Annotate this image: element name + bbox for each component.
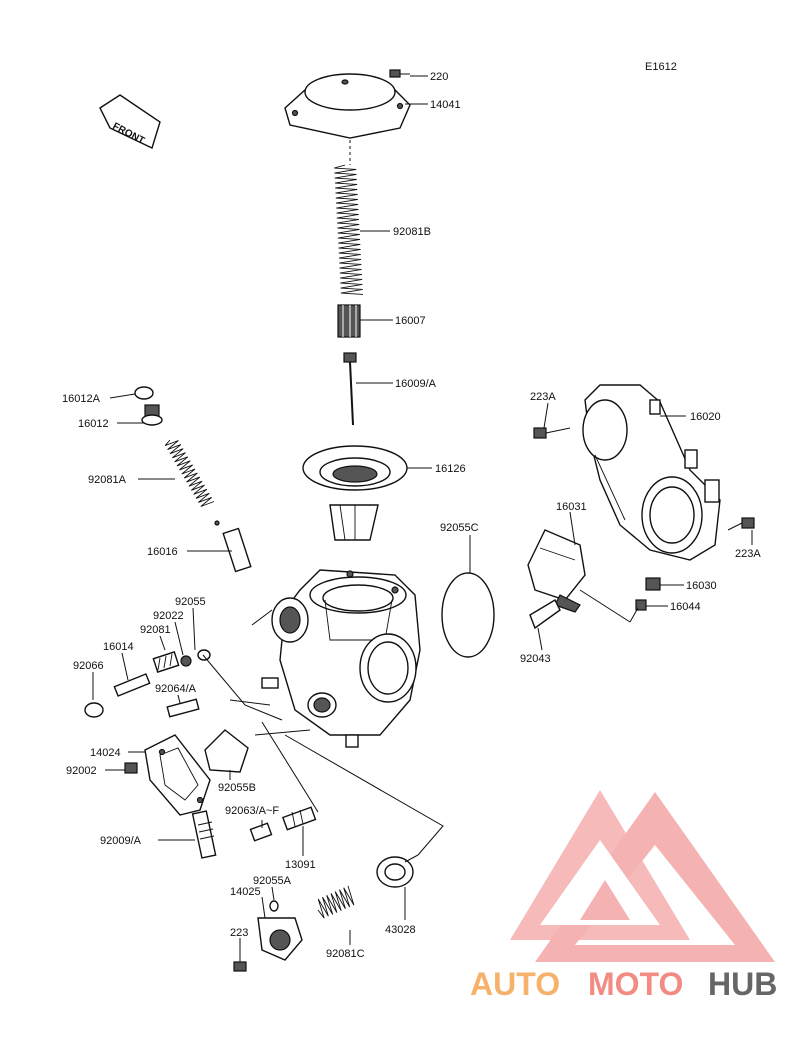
callout-labels: 220 14041 92081B 16007 16009/A 16012A 16… [62,71,761,960]
callout-92055b: 92055B [218,782,256,794]
callout-16016: 16016 [147,546,178,558]
callout-220: 220 [430,71,448,83]
callout-13091: 13091 [285,859,316,871]
callout-92043: 92043 [520,653,551,665]
callout-16126: 16126 [435,463,466,475]
callout-16044: 16044 [670,601,701,613]
screw-16044-part [635,599,647,611]
jet-92063-part [249,822,273,842]
diagram-code: E1612 [645,61,677,73]
screw-223a-right-part [727,517,755,531]
nut-16030-part [645,577,661,591]
oring-92055c-part [441,572,495,658]
callout-92063af: 92063/A~F [225,805,279,817]
screw-16012-part [141,404,163,426]
carburetor-body-part [261,569,421,748]
callout-16014: 16014 [103,641,134,653]
cap-16012a-part [134,386,154,400]
connection-lines [202,140,639,856]
watermark-word-moto: MOTO [588,966,683,1002]
callout-92055a: 92055A [253,875,292,887]
screw-223-part [233,961,247,972]
callout-92066: 92066 [73,660,104,672]
oring-92055a-part [269,900,279,912]
callout-16012: 16012 [78,418,109,430]
callout-92081c: 92081C [326,948,365,960]
top-cover-part [284,73,411,139]
lever-16031-part [527,529,586,613]
callout-14024: 14024 [90,747,121,759]
callout-92009a: 92009/A [100,835,142,847]
pin-16016-part [214,520,252,573]
callout-16031: 16031 [556,501,587,513]
callout-16020: 16020 [690,411,721,423]
callout-92055c: 92055C [440,522,479,534]
callout-16007: 16007 [395,315,426,327]
jet-13091-part [281,806,317,831]
choke-assembly-part [582,384,721,561]
callout-92002: 92002 [66,765,97,777]
front-arrow-icon: FRONT [99,94,161,149]
callout-14041: 14041 [430,99,461,111]
watermark-word-auto: AUTO [470,966,560,1002]
callout-92081: 92081 [140,624,171,636]
jet-92009a-part [191,810,217,859]
screw-92002-part [124,762,138,774]
screw-220-part [389,69,410,78]
spring-92081a-part [164,439,215,507]
watermark-word-hub: HUB [708,966,777,1002]
cover-14025-part [257,917,303,961]
callout-223a-right: 223A [735,548,761,560]
callout-223a-top: 223A [530,391,556,403]
callout-92055: 92055 [175,596,206,608]
screw-223a-top-part [533,427,571,439]
oring-92055b-part [204,729,249,773]
leader-lines [92,75,753,962]
callout-14025: 14025 [230,886,261,898]
retainer-16007-part [337,304,361,338]
callout-92064a: 92064/A [155,683,197,695]
callout-92081a: 92081A [88,474,127,486]
spring-92081b-part [334,164,364,295]
cover-14024-part [144,734,211,816]
spring-92081c-part [317,885,355,919]
callout-16030: 16030 [686,580,717,592]
watermark-logo [510,790,775,962]
vacuum-piston-part [302,445,408,541]
callout-92022: 92022 [153,610,184,622]
callout-43028: 43028 [385,924,416,936]
diaphragm-43028-part [376,854,419,888]
small-parts-left [84,649,211,718]
callout-16012a: 16012A [62,393,101,405]
callout-92081b: 92081B [393,226,431,238]
callout-223: 223 [230,927,248,939]
callout-16009a: 16009/A [395,378,437,390]
spring-92043-part [529,599,561,630]
jet-needle-part [343,352,357,426]
watermark-text: AUTO MOTO HUB [470,966,777,1002]
